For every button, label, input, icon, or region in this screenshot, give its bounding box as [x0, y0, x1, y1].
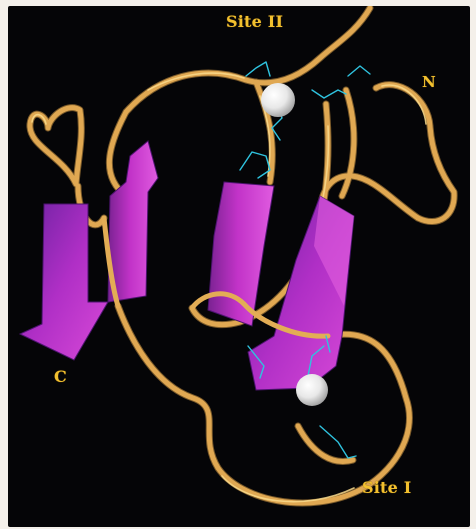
c-terminus-label: C — [54, 367, 67, 386]
strand-2-arrow — [108, 141, 158, 302]
site-ii-label: Site II — [226, 12, 283, 31]
molecular-render-panel: Site II N C Site I — [8, 6, 470, 527]
metal-ion-site-ii — [261, 83, 295, 117]
metal-ion-site-i — [296, 374, 328, 406]
site-i-label: Site I — [362, 478, 411, 497]
n-terminus-label: N — [422, 73, 436, 91]
protein-ribbon-diagram — [8, 6, 470, 527]
